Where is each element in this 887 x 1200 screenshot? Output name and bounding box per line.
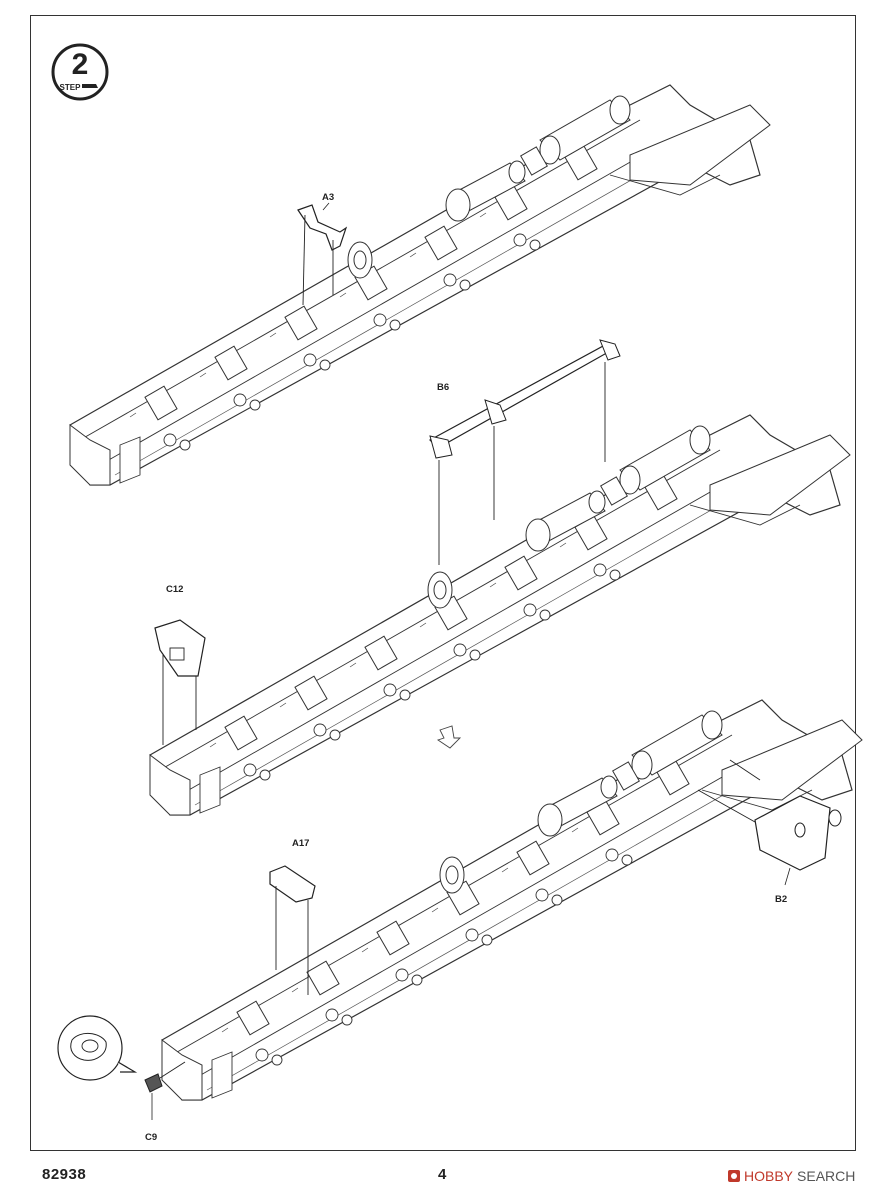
- assembly-view-3: A17 B2 C9: [57, 699, 863, 1143]
- model-number: 82938: [42, 1166, 87, 1183]
- part-a3: A3: [297, 192, 348, 306]
- part-a17-label: A17: [292, 838, 309, 849]
- part-b6: B6: [429, 339, 621, 565]
- watermark-logo-icon: [728, 1170, 740, 1182]
- assembly-view-2: B6 C12: [149, 339, 851, 816]
- page-frame: [30, 15, 856, 1151]
- part-c12-label: C12: [166, 584, 183, 595]
- part-b6-label: B6: [437, 382, 449, 393]
- part-b2-label: B2: [775, 894, 787, 905]
- part-c9-label: C9: [145, 1132, 157, 1143]
- page-number: 4: [438, 1166, 447, 1183]
- detail-callout: [57, 1015, 138, 1081]
- part-c9: C9: [144, 1061, 186, 1143]
- down-arrow-icon: [436, 725, 462, 749]
- step-label: STEP: [60, 83, 82, 92]
- tank-icon: [82, 84, 98, 88]
- step-badge: 2 STEP: [51, 43, 109, 101]
- step-number: 2: [72, 48, 89, 81]
- watermark: HOBBY SEARCH: [728, 1168, 855, 1184]
- watermark-brand: HOBBY: [744, 1168, 794, 1184]
- watermark-suffix: SEARCH: [797, 1168, 856, 1184]
- part-a17: A17: [269, 838, 316, 995]
- part-c12: C12: [154, 584, 206, 745]
- part-a3-label: A3: [322, 192, 334, 203]
- assembly-view-1: A3: [69, 84, 771, 486]
- part-b2: B2: [697, 759, 842, 905]
